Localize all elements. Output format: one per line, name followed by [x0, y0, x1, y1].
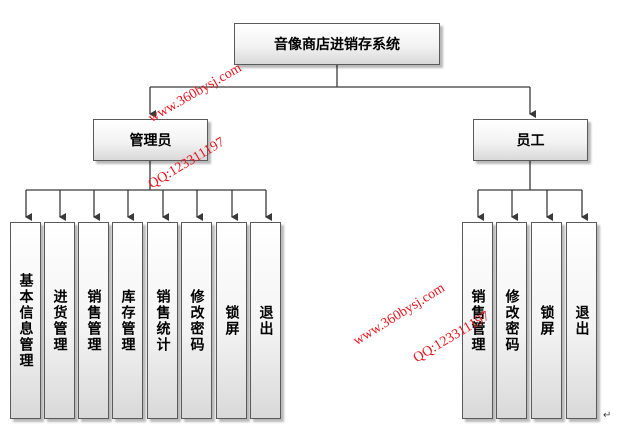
function-label: 退出 — [257, 304, 274, 337]
admin-function-box: 修改密码 — [181, 222, 212, 419]
function-label: 销售管理 — [469, 288, 486, 353]
function-label: 基本信息管理 — [17, 272, 34, 369]
function-label: 锁屏 — [223, 304, 240, 337]
admin-role-label: 管理员 — [129, 133, 172, 149]
system-title-box: 音像商店进销存系统 — [234, 23, 440, 65]
admin-function-box: 库存管理 — [112, 222, 143, 419]
admin-function-box: 锁屏 — [216, 222, 247, 419]
admin-function-box: 退出 — [250, 222, 281, 419]
function-label: 锁屏 — [538, 304, 555, 337]
function-label: 库存管理 — [119, 288, 136, 353]
staff-role-label: 员工 — [516, 133, 545, 149]
staff-role-box: 员工 — [473, 119, 588, 161]
system-title: 音像商店进销存系统 — [274, 37, 400, 53]
staff-function-box: 锁屏 — [531, 222, 562, 419]
paragraph-mark: ↵ — [603, 410, 612, 421]
staff-function-box: 退出 — [566, 222, 597, 419]
function-label: 进货管理 — [51, 288, 68, 353]
function-label: 修改密码 — [503, 288, 520, 353]
admin-function-box: 基本信息管理 — [10, 222, 41, 419]
staff-function-box: 修改密码 — [496, 222, 527, 419]
staff-function-box: 销售管理 — [462, 222, 493, 419]
admin-function-box: 销售统计 — [147, 222, 178, 419]
admin-function-box: 进货管理 — [44, 222, 75, 419]
function-label: 退出 — [573, 304, 590, 337]
function-label: 修改密码 — [188, 288, 205, 353]
admin-role-box: 管理员 — [93, 119, 208, 161]
admin-function-box: 销售管理 — [78, 222, 109, 419]
function-label: 销售统计 — [154, 288, 171, 353]
function-label: 销售管理 — [85, 288, 102, 353]
